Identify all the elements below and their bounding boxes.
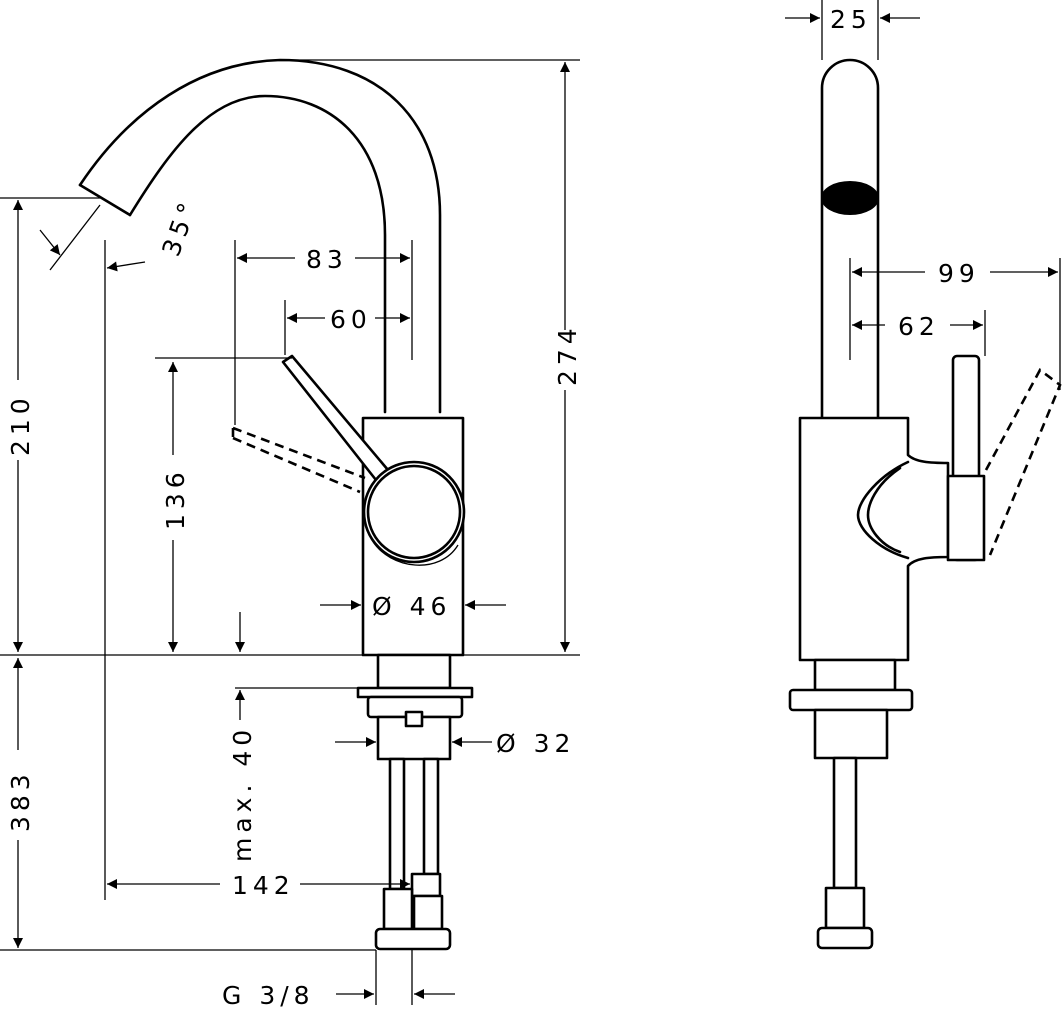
label-274: 274 xyxy=(553,323,582,386)
label-83: 83 xyxy=(306,245,348,274)
spout-tube xyxy=(820,58,880,420)
hose-right xyxy=(422,757,440,876)
label-136: 136 xyxy=(161,467,190,530)
side-view xyxy=(788,58,1062,950)
label-210: 210 xyxy=(6,393,35,456)
label-62: 62 xyxy=(898,312,940,341)
label-body-diameter: Ø 46 xyxy=(372,592,451,621)
label-max-40: max. 40 xyxy=(228,725,257,862)
hose-left xyxy=(388,757,406,891)
label-383: 383 xyxy=(6,769,35,832)
label-25: 25 xyxy=(830,5,872,34)
handle-cap xyxy=(362,460,466,564)
label-142: 142 xyxy=(232,871,295,900)
dimension-labels: 25 99 62 83 60 274 210 136 35° Ø 46 Ø 32… xyxy=(6,5,980,1010)
label-35deg: 35° xyxy=(156,194,204,260)
label-g38: G 3/8 xyxy=(222,981,315,1010)
front-view xyxy=(78,58,474,951)
spout-inner xyxy=(128,94,387,414)
aerator xyxy=(821,181,879,215)
label-shank-diameter: Ø 32 xyxy=(496,729,575,758)
lever-side-dashed xyxy=(984,368,1062,556)
label-99: 99 xyxy=(938,259,980,288)
label-60: 60 xyxy=(330,305,372,334)
lever-dashed xyxy=(231,426,366,494)
